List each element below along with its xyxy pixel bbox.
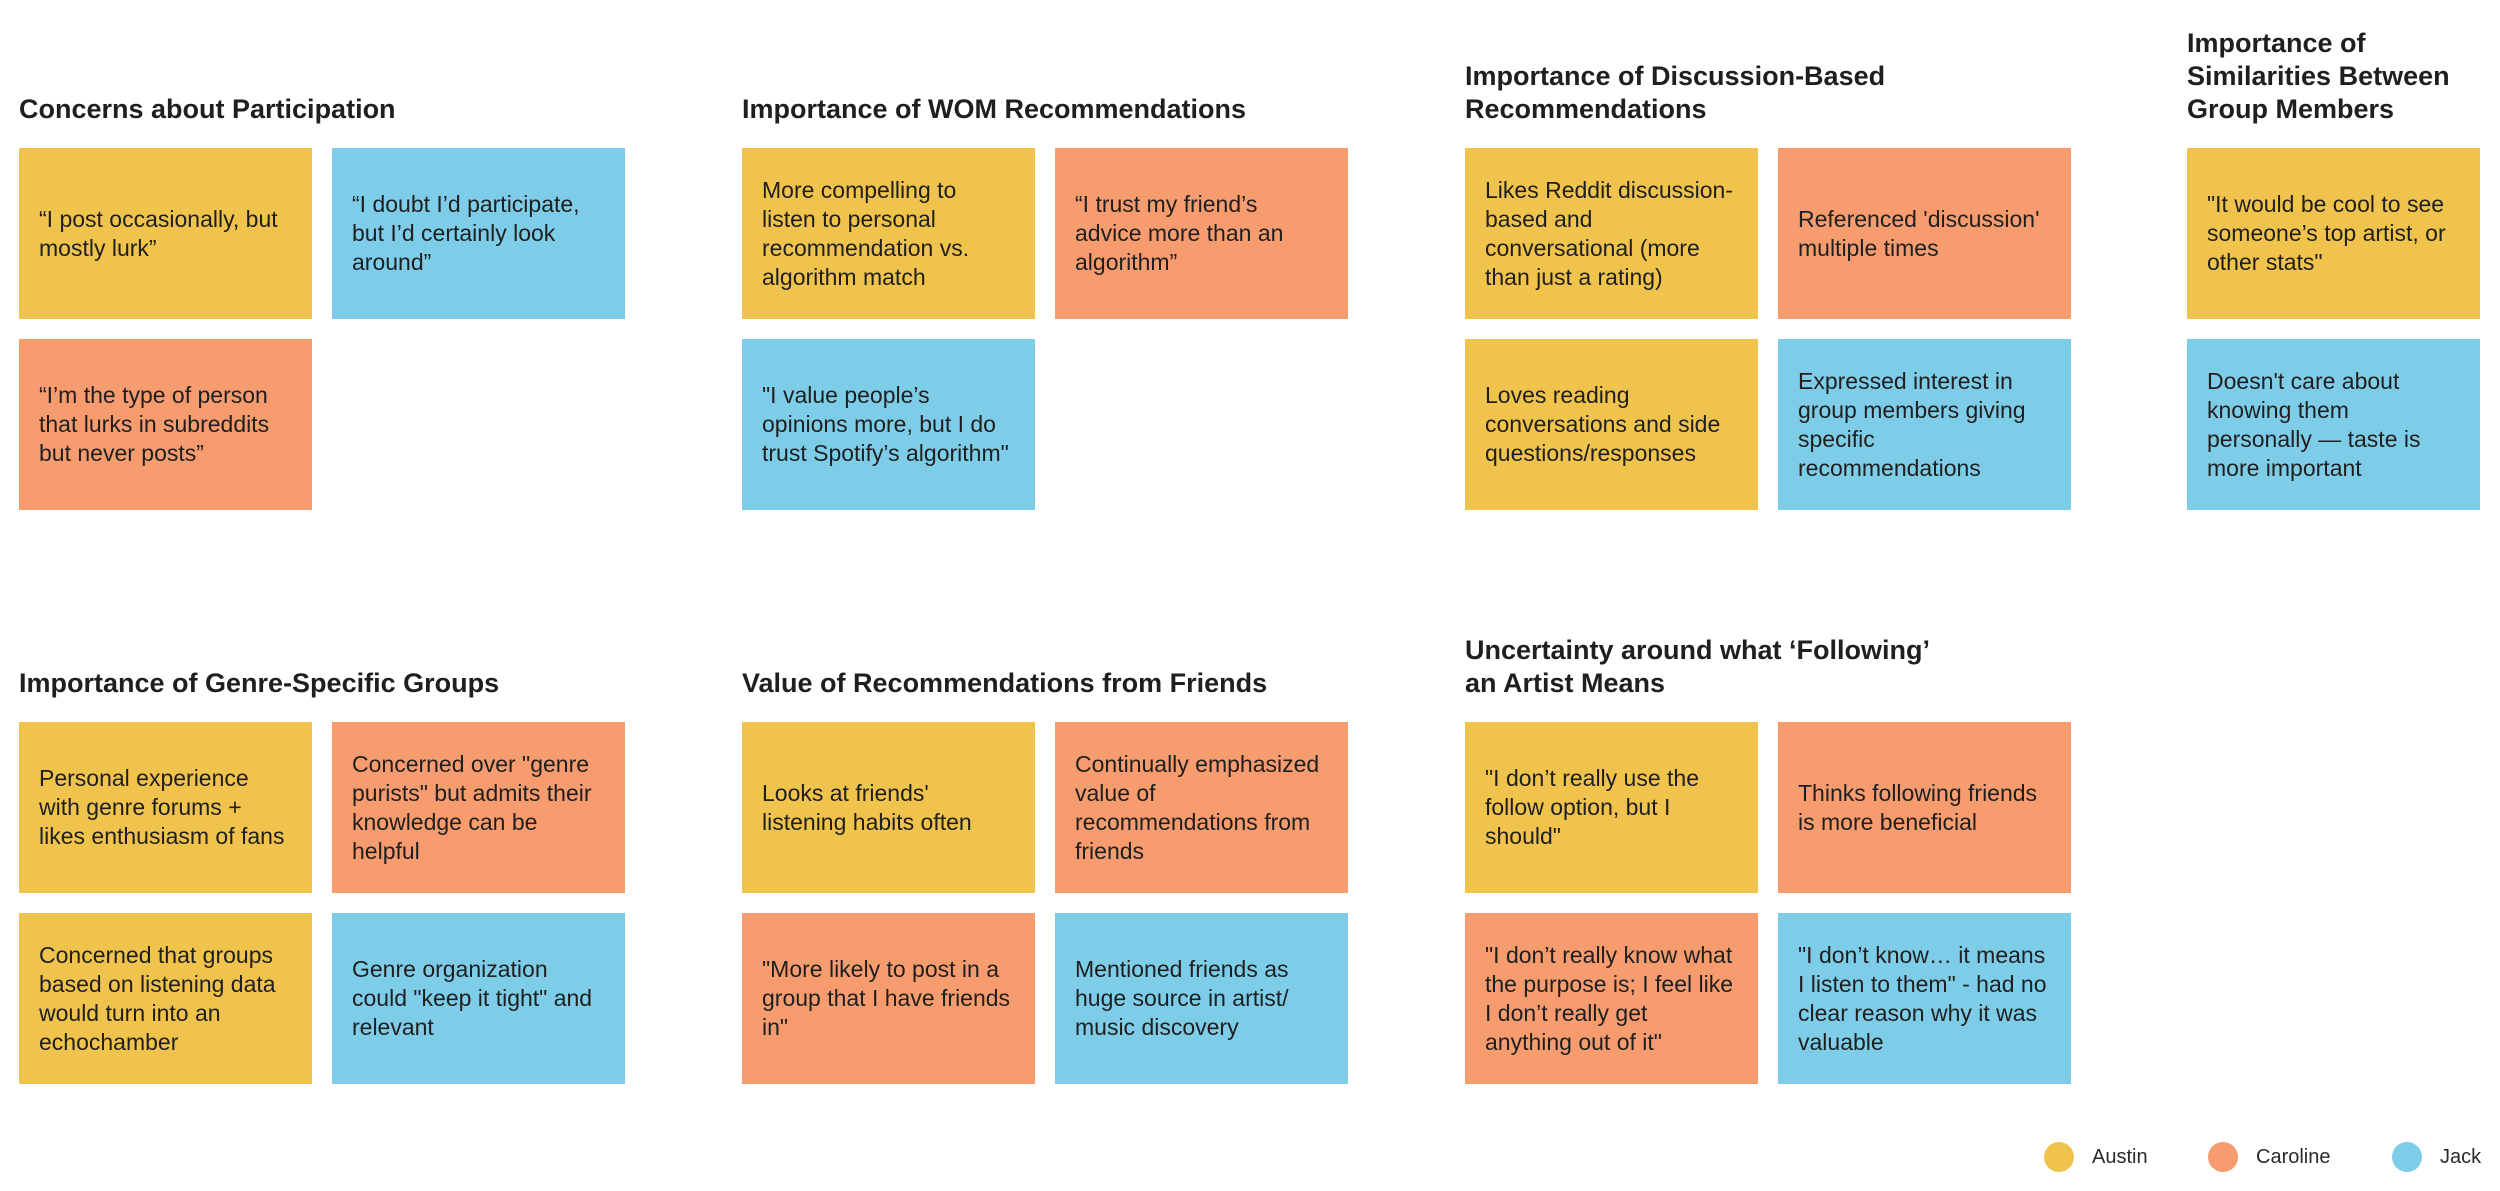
note-text: Looks at friends' listening habits often [762, 779, 972, 835]
cluster-title: Uncertainty around what ‘Following’ an A… [1465, 635, 1929, 698]
cluster-concerns-about-participation: Concerns about Participation “I post occ… [19, 0, 639, 520]
sticky-note[interactable]: Continually emphasized value of recommen… [1055, 722, 1348, 893]
sticky-note[interactable]: "It would be cool to see someone’s top a… [2187, 148, 2480, 319]
legend-dot-austin [2044, 1142, 2074, 1172]
cluster-title: Importance of Discussion-Based Recommend… [1465, 61, 1886, 124]
note-text: "It would be cool to see someone’s top a… [2207, 191, 2446, 275]
cluster-importance-of-genre-specific-groups: Importance of Genre-Specific Groups Pers… [19, 574, 639, 1094]
legend-label: Jack [2440, 1145, 2482, 1168]
cluster-uncertainty-around-following: Uncertainty around what ‘Following’ an A… [1465, 574, 2085, 1094]
sticky-note[interactable]: "I value people’s opinions more, but I d… [742, 339, 1035, 510]
legend-item-austin: Austin [2044, 1140, 2148, 1174]
note-text: Mentioned friends as huge source in arti… [1075, 956, 1289, 1040]
sticky-note[interactable]: Thinks following friends is more benefic… [1778, 722, 2071, 893]
sticky-note[interactable]: "I don’t really use the follow option, b… [1465, 722, 1758, 893]
cluster-title: Importance of Similarities Between Group… [2187, 28, 2450, 124]
note-text: Referenced 'discussion' multiple times [1798, 205, 2040, 261]
note-text: Continually emphasized value of recommen… [1075, 750, 1320, 864]
sticky-note[interactable]: Genre organization could "keep it tight"… [332, 913, 625, 1084]
cluster-title-box: Importance of WOM Recommendations [742, 0, 1362, 126]
note-text: Expressed interest in group members givi… [1798, 367, 2026, 481]
sticky-note[interactable]: Concerned over "genre purists" but admit… [332, 722, 625, 893]
sticky-note[interactable]: “I’m the type of person that lurks in su… [19, 339, 312, 510]
note-text: Loves reading conversations and side que… [1485, 382, 1721, 466]
note-text: Personal experience with genre forums + … [39, 765, 285, 849]
sticky-note[interactable]: “I post occasionally, but mostly lurk” [19, 148, 312, 319]
note-text: “I post occasionally, but mostly lurk” [39, 205, 278, 261]
sticky-note[interactable]: Expressed interest in group members givi… [1778, 339, 2071, 510]
sticky-note[interactable]: “I doubt I’d participate, but I’d certai… [332, 148, 625, 319]
cluster-title: Importance of Genre-Specific Groups [19, 668, 500, 698]
sticky-note[interactable]: Likes Reddit discussion-based and conver… [1465, 148, 1758, 319]
note-text: “I’m the type of person that lurks in su… [39, 382, 270, 466]
sticky-note[interactable]: Doesn't care about knowing them personal… [2187, 339, 2480, 510]
sticky-note[interactable]: Referenced 'discussion' multiple times [1778, 148, 2071, 319]
legend-item-jack: Jack [2392, 1140, 2481, 1174]
note-text: “I trust my friend’s advice more than an… [1075, 191, 1284, 275]
note-text: "I value people’s opinions more, but I d… [762, 382, 1009, 466]
note-text: Doesn't care about knowing them personal… [2207, 367, 2421, 481]
legend-item-caroline: Caroline [2208, 1140, 2330, 1174]
cluster-title-box: Importance of Similarities Between Group… [2187, 0, 2487, 126]
legend-label: Austin [2092, 1145, 2148, 1168]
note-text: "I don’t really know what the purpose is… [1485, 941, 1734, 1055]
legend-dot-caroline [2208, 1142, 2238, 1172]
legend-label: Caroline [2256, 1145, 2331, 1168]
sticky-note[interactable]: “I trust my friend’s advice more than an… [1055, 148, 1348, 319]
note-text: "More likely to post in a group that I h… [762, 956, 1011, 1040]
cluster-title: Concerns about Participation [19, 94, 396, 124]
cluster-title: Value of Recommendations from Friends [742, 668, 1268, 698]
note-text: “I doubt I’d participate, but I’d certai… [352, 191, 580, 275]
note-text: Concerned that groups based on listening… [39, 941, 276, 1055]
cluster-importance-of-discussion-based-recommendations: Importance of Discussion-Based Recommend… [1465, 0, 2085, 520]
note-text: More compelling to listen to personal re… [762, 176, 970, 290]
sticky-note[interactable]: "More likely to post in a group that I h… [742, 913, 1035, 1084]
sticky-note[interactable]: "I don’t know… it means I listen to them… [1778, 913, 2071, 1084]
note-text: "I don’t really use the follow option, b… [1485, 765, 1700, 849]
sticky-note[interactable]: Looks at friends' listening habits often [742, 722, 1035, 893]
sticky-note[interactable]: Personal experience with genre forums + … [19, 722, 312, 893]
cluster-value-of-recommendations-from-friends: Value of Recommendations from Friends Lo… [742, 574, 1362, 1094]
sticky-note[interactable]: "I don’t really know what the purpose is… [1465, 913, 1758, 1084]
note-text: Thinks following friends is more benefic… [1798, 779, 2038, 835]
cluster-title-box: Value of Recommendations from Friends [742, 574, 1362, 700]
cluster-title-box: Importance of Genre-Specific Groups [19, 574, 639, 700]
cluster-importance-of-wom-recommendations: Importance of WOM Recommendations More c… [742, 0, 1362, 520]
cluster-importance-of-similarities: Importance of Similarities Between Group… [2187, 0, 2487, 520]
legend: Austin Caroline Jack [2044, 1140, 2484, 1174]
sticky-note[interactable]: Loves reading conversations and side que… [1465, 339, 1758, 510]
note-text: "I don’t know… it means I listen to them… [1798, 941, 2047, 1055]
cluster-title-box: Importance of Discussion-Based Recommend… [1465, 0, 2085, 126]
sticky-note[interactable]: More compelling to listen to personal re… [742, 148, 1035, 319]
note-text: Likes Reddit discussion-based and conver… [1485, 176, 1734, 290]
note-text: Genre organization could "keep it tight"… [352, 956, 593, 1040]
cluster-title-box: Uncertainty around what ‘Following’ an A… [1465, 574, 2085, 700]
legend-dot-jack [2392, 1142, 2422, 1172]
cluster-title-box: Concerns about Participation [19, 0, 639, 126]
sticky-note[interactable]: Mentioned friends as huge source in arti… [1055, 913, 1348, 1084]
note-text: Concerned over "genre purists" but admit… [352, 750, 592, 864]
cluster-title: Importance of WOM Recommendations [742, 94, 1247, 124]
sticky-note[interactable]: Concerned that groups based on listening… [19, 913, 312, 1084]
